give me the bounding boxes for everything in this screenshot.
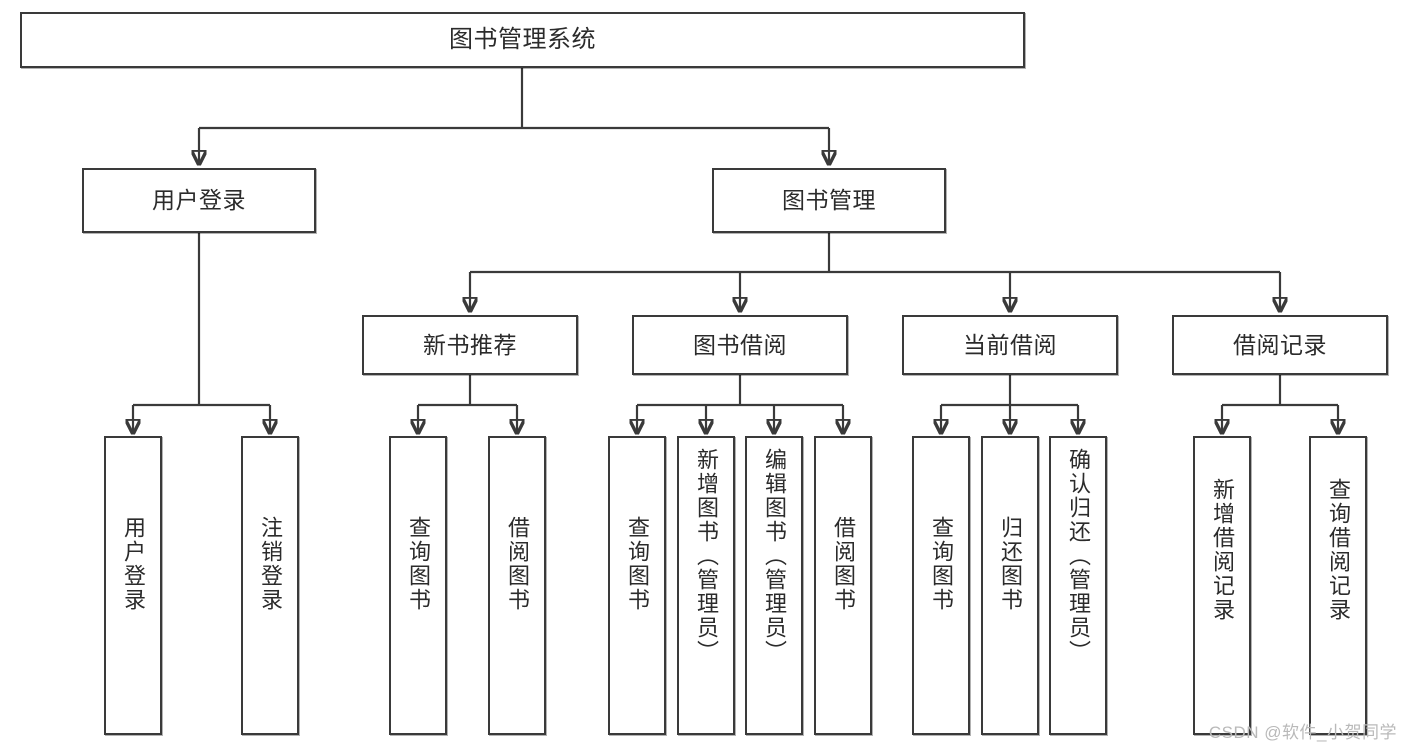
leaf-borrow-book-1[interactable]: 借阅图书 bbox=[488, 436, 546, 735]
node-borrow-record[interactable]: 借阅记录 bbox=[1172, 315, 1388, 375]
leaf-query-book-2-label: 查询图书 bbox=[625, 516, 650, 612]
node-user-login[interactable]: 用户登录 bbox=[82, 168, 316, 233]
leaf-user-login-label: 用户登录 bbox=[121, 516, 146, 612]
leaf-borrow-book-1-label: 借阅图书 bbox=[505, 516, 530, 612]
node-book-borrow-label: 图书借阅 bbox=[693, 331, 787, 358]
leaf-query-book-2[interactable]: 查询图书 bbox=[608, 436, 666, 735]
leaf-add-borrow-record-label: 新增借阅记录 bbox=[1210, 478, 1235, 622]
leaf-query-borrow-record[interactable]: 查询借阅记录 bbox=[1309, 436, 1367, 735]
node-new-book-recommend-label: 新书推荐 bbox=[423, 331, 517, 358]
leaf-logout-login-label: 注销登录 bbox=[258, 516, 283, 612]
node-current-borrow[interactable]: 当前借阅 bbox=[902, 315, 1118, 375]
node-borrow-record-label: 借阅记录 bbox=[1233, 331, 1327, 358]
leaf-query-book-3[interactable]: 查询图书 bbox=[912, 436, 970, 735]
node-user-login-label: 用户登录 bbox=[152, 187, 246, 214]
node-book-management[interactable]: 图书管理 bbox=[712, 168, 946, 233]
leaf-confirm-return[interactable]: 确认归还（管理员） bbox=[1049, 436, 1107, 735]
leaf-query-borrow-record-label: 查询借阅记录 bbox=[1326, 478, 1351, 622]
node-book-borrow[interactable]: 图书借阅 bbox=[632, 315, 848, 375]
leaf-edit-book[interactable]: 编辑图书（管理员） bbox=[745, 436, 803, 735]
leaf-add-borrow-record[interactable]: 新增借阅记录 bbox=[1193, 436, 1251, 735]
leaf-logout-login[interactable]: 注销登录 bbox=[241, 436, 299, 735]
leaf-return-book[interactable]: 归还图书 bbox=[981, 436, 1039, 735]
leaf-add-book-label: 新增图书（管理员） bbox=[694, 448, 719, 664]
node-new-book-recommend[interactable]: 新书推荐 bbox=[362, 315, 578, 375]
leaf-edit-book-label: 编辑图书（管理员） bbox=[762, 448, 787, 664]
node-root-label: 图书管理系统 bbox=[449, 26, 596, 54]
csdn-watermark: CSDN @软件_小贺同学 bbox=[1208, 723, 1397, 742]
node-current-borrow-label: 当前借阅 bbox=[963, 331, 1057, 358]
leaf-borrow-book-2-label: 借阅图书 bbox=[831, 516, 856, 612]
leaf-query-book-3-label: 查询图书 bbox=[929, 516, 954, 612]
leaf-query-book-1-label: 查询图书 bbox=[406, 516, 431, 612]
leaf-query-book-1[interactable]: 查询图书 bbox=[389, 436, 447, 735]
leaf-borrow-book-2[interactable]: 借阅图书 bbox=[814, 436, 872, 735]
leaf-add-book[interactable]: 新增图书（管理员） bbox=[677, 436, 735, 735]
node-book-management-label: 图书管理 bbox=[782, 187, 876, 214]
node-root[interactable]: 图书管理系统 bbox=[20, 12, 1025, 68]
leaf-confirm-return-label: 确认归还（管理员） bbox=[1066, 448, 1091, 664]
leaf-user-login[interactable]: 用户登录 bbox=[104, 436, 162, 735]
leaf-return-book-label: 归还图书 bbox=[998, 516, 1023, 612]
